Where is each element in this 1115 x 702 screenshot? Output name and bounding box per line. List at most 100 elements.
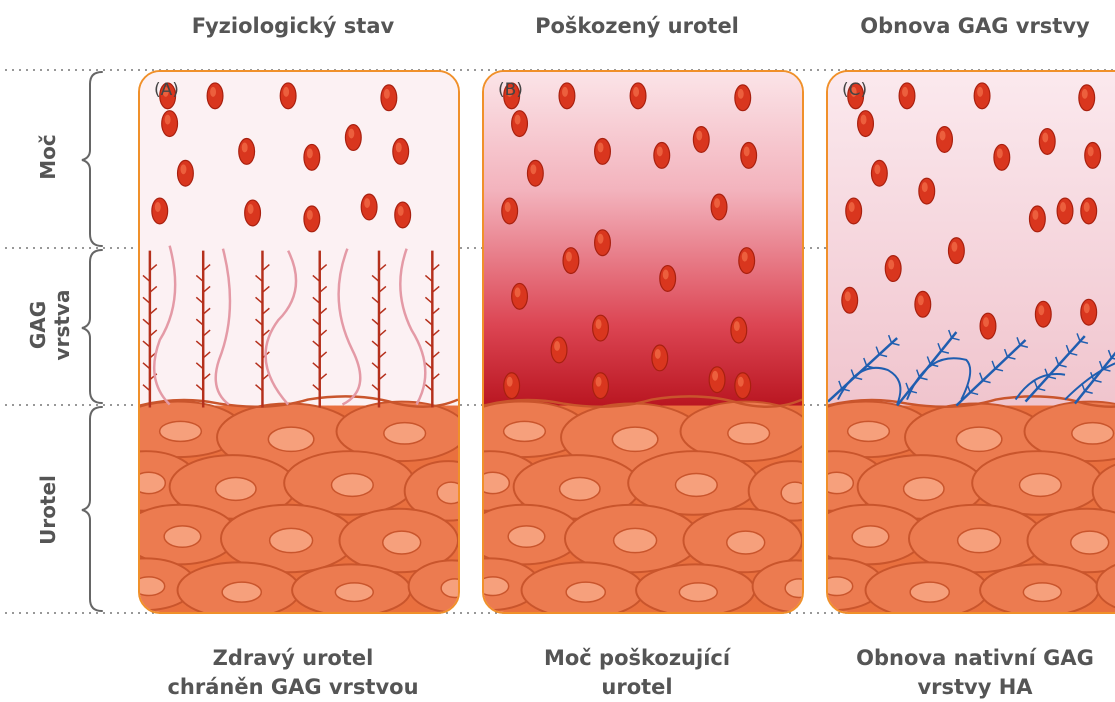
panel-c-illustration — [828, 72, 1115, 612]
urine-particle — [207, 83, 223, 109]
urine-particle — [735, 373, 751, 399]
caption-restoration: Obnova nativní GAG vrstvy HA — [810, 644, 1115, 702]
urine-particle — [1081, 299, 1097, 325]
column-title-physiological: Fyziologický stav — [128, 14, 458, 38]
urine-particle — [593, 373, 609, 399]
cell-nucleus — [1019, 474, 1061, 497]
urine-particle — [345, 125, 361, 151]
urine-particle — [559, 83, 575, 109]
cell-nucleus — [508, 526, 545, 547]
cell-nucleus — [828, 472, 853, 493]
cell-nucleus — [1072, 423, 1114, 444]
urine-particle — [739, 248, 755, 274]
urine-particle — [512, 283, 528, 309]
cell-nucleus — [383, 531, 421, 554]
urine-particle — [1035, 301, 1051, 327]
urine-particle — [395, 202, 411, 228]
urine-particle — [974, 83, 990, 109]
cell-nucleus — [437, 482, 458, 503]
urine-particle — [693, 127, 709, 153]
caption-line: Zdravý urotel — [128, 644, 458, 673]
cell-nucleus — [1023, 583, 1061, 602]
cell-nucleus — [566, 582, 605, 602]
urine-particle — [178, 160, 194, 186]
urine-particle — [527, 160, 543, 186]
urine-particle — [512, 111, 528, 137]
cell-nucleus — [848, 421, 890, 441]
cell-nucleus — [384, 423, 426, 444]
side-label-gag-line1: GAG — [26, 290, 50, 361]
cell-nucleus — [614, 528, 657, 552]
urine-particle — [1081, 198, 1097, 224]
cell-nucleus — [164, 526, 201, 547]
urine-particle — [563, 248, 579, 274]
urine-particle — [885, 256, 901, 282]
cell-nucleus — [484, 577, 509, 596]
urine-particle — [948, 238, 964, 264]
urine-particle — [735, 85, 751, 111]
caption-line: chráněn GAG vrstvou — [128, 673, 458, 702]
cell-nucleus — [781, 482, 802, 503]
panel-a-illustration — [140, 72, 458, 612]
brace-urine — [82, 72, 102, 246]
cell-nucleus — [216, 477, 256, 500]
cell-nucleus — [140, 577, 165, 596]
urine-particle — [709, 367, 725, 393]
urine-particle — [381, 85, 397, 111]
urine-particle — [1079, 85, 1095, 111]
cell-nucleus — [852, 526, 889, 547]
panel-b-illustration — [484, 72, 802, 612]
urine-particle — [162, 111, 178, 137]
cell-nucleus — [484, 472, 509, 493]
cell-nucleus — [560, 477, 600, 500]
cell-nucleus — [331, 474, 373, 497]
cell-nucleus — [335, 583, 373, 602]
urine-particle — [152, 198, 168, 224]
side-label-gag-layer: GAG vrstva — [26, 290, 74, 361]
cell-nucleus — [140, 472, 165, 493]
caption-line: vrstvy HA — [810, 673, 1115, 702]
urine-particle — [595, 230, 611, 256]
panel-tag-a: (A) — [154, 80, 179, 100]
urine-particle — [660, 266, 676, 292]
urine-particle — [731, 317, 747, 343]
urine-particle — [871, 160, 887, 186]
urine-particle — [304, 206, 320, 232]
cell-nucleus — [904, 477, 944, 500]
urine-particle — [593, 315, 609, 341]
urine-particle — [551, 337, 567, 363]
urine-particle — [937, 127, 953, 153]
urine-particle — [504, 373, 520, 399]
urine-particle — [239, 139, 255, 165]
panel-tag-b: (B) — [498, 80, 523, 100]
panel-physiological: (A) — [138, 70, 460, 614]
column-title-restoration: Obnova GAG vrstvy — [810, 14, 1115, 38]
urine-particle — [1039, 129, 1055, 155]
urine-particle — [361, 194, 377, 220]
urine-particle — [915, 291, 931, 317]
urine-particle — [711, 194, 727, 220]
cell-nucleus — [1071, 531, 1109, 554]
urine-background — [140, 72, 458, 406]
caption-damaged: Moč poškozující urotel — [472, 644, 802, 702]
cell-nucleus — [956, 427, 1002, 451]
damaging-urine-background — [484, 72, 802, 410]
urine-particle — [654, 142, 670, 168]
caption-line: urotel — [472, 673, 802, 702]
urine-particle — [280, 83, 296, 109]
side-label-gag-line2: vrstva — [50, 290, 74, 361]
cell-nucleus — [222, 582, 261, 602]
urine-particle — [899, 83, 915, 109]
panel-restoration: (C) — [826, 70, 1115, 614]
brace-gag — [82, 250, 102, 403]
cell-nucleus — [504, 421, 546, 441]
urine-particle — [1085, 142, 1101, 168]
cell-nucleus — [612, 427, 658, 451]
cell-nucleus — [727, 531, 765, 554]
urine-particle — [741, 142, 757, 168]
urine-particle — [1029, 206, 1045, 232]
urine-particle — [595, 139, 611, 165]
urine-particle — [858, 111, 874, 137]
cell-nucleus — [675, 474, 717, 497]
cell-nucleus — [268, 427, 314, 451]
